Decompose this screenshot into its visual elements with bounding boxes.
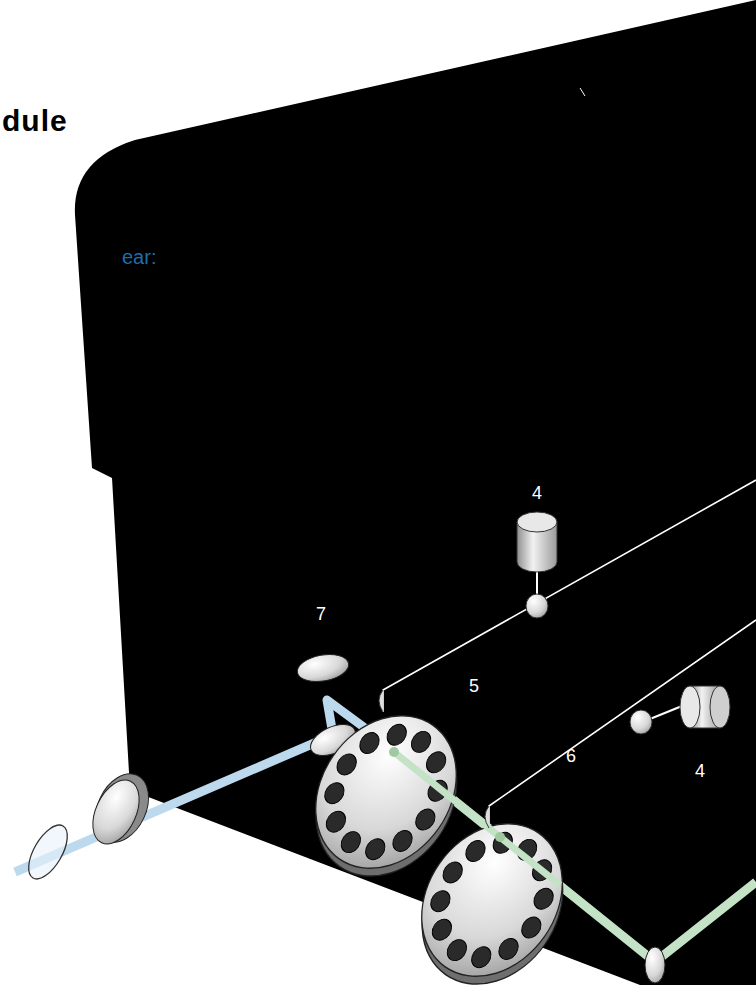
- mirror: [295, 651, 351, 686]
- lens: [84, 765, 159, 851]
- callout-number: 4: [695, 762, 705, 782]
- callout-number: 5: [469, 677, 479, 697]
- callout-number: 4: [532, 484, 542, 504]
- housing: [75, 0, 756, 985]
- signal-line: [489, 620, 756, 828]
- detector: [680, 686, 730, 728]
- heading: dule: [2, 104, 68, 137]
- callout-number: 6: [566, 747, 576, 767]
- detector: [517, 512, 557, 572]
- mirror: [645, 947, 665, 983]
- intro-text: ear:: [122, 246, 156, 268]
- callout-number: 7: [316, 605, 326, 625]
- signal-line: [383, 480, 756, 712]
- filter-wheel: [389, 796, 595, 985]
- filter-disk: [21, 819, 75, 885]
